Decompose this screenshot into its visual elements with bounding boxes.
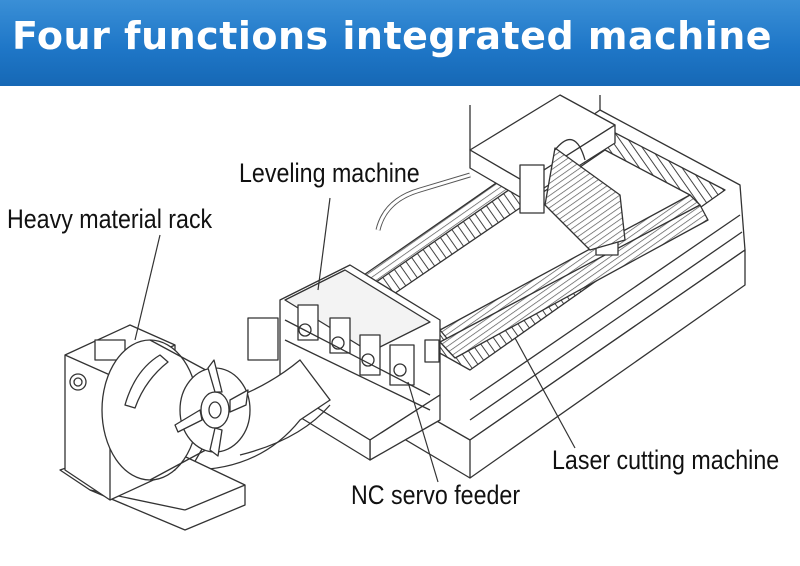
page-title: Four functions integrated machine	[12, 14, 773, 58]
heavy-material-rack	[59, 324, 251, 531]
title-banner: Four functions integrated machine	[0, 0, 800, 86]
leader-feeder	[407, 381, 439, 483]
label-laser-cutting-machine: Laser cutting machine	[552, 445, 780, 475]
leader-laser	[514, 337, 576, 449]
label-nc-servo-feeder: NC servo feeder	[351, 480, 521, 510]
leader-lines	[134, 197, 576, 483]
laser-gantry	[375, 94, 626, 256]
leader-leveling	[317, 197, 331, 291]
leader-rack	[134, 234, 161, 341]
label-heavy-material-rack: Heavy material rack	[7, 204, 213, 234]
label-leveling-machine: Leveling machine	[239, 158, 420, 188]
